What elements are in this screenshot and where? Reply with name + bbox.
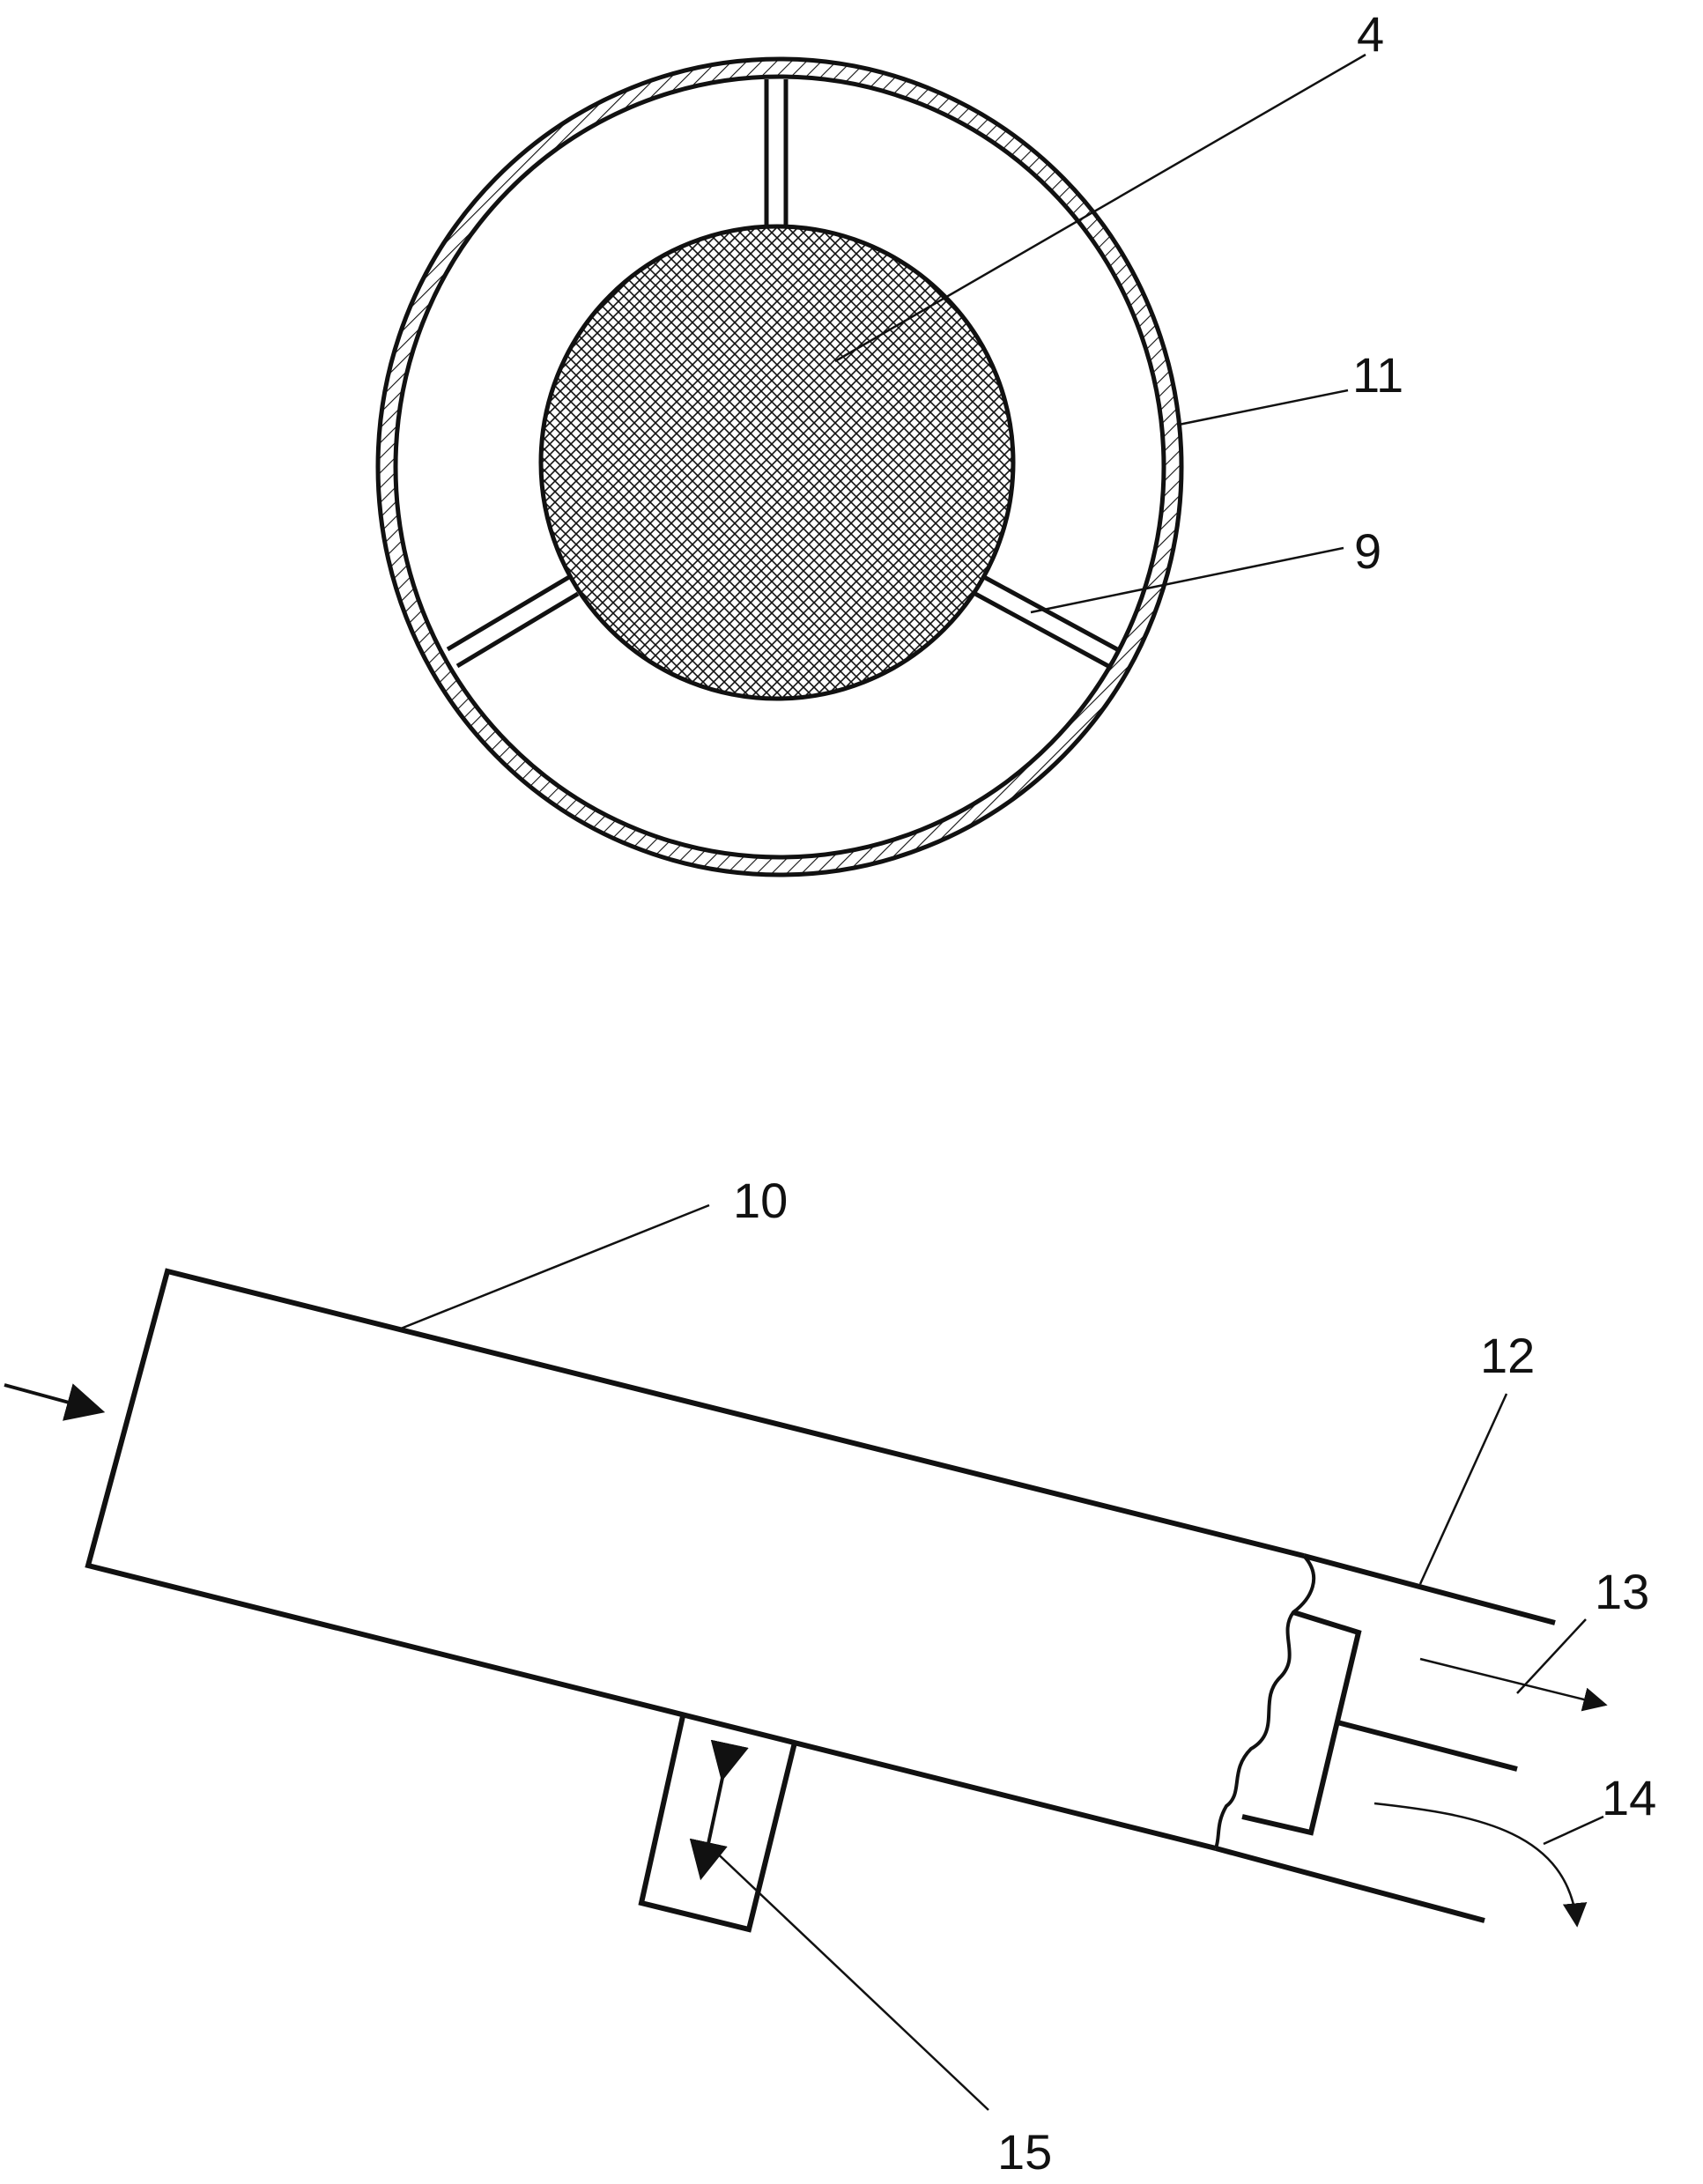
leader-outer-shell — [1178, 389, 1349, 426]
label-side-port: 15 — [997, 2124, 1052, 2180]
leader-spokes — [1030, 546, 1344, 614]
inlet-arrow — [4, 1383, 106, 1421]
label-outlet-sleeve: 12 — [1480, 1328, 1535, 1383]
upper-outflow-arrow — [1419, 1657, 1608, 1712]
inner-separator — [1241, 1610, 1362, 1836]
leader-tube — [396, 1203, 710, 1332]
lower-outflow-arrow — [1374, 1802, 1588, 1928]
outlet-sleeve-bottom — [1215, 1846, 1485, 1923]
spoke-lower-left — [446, 574, 580, 669]
tube-body — [85, 1268, 1305, 1851]
leader-upper-outflow — [1516, 1618, 1587, 1694]
outlet-sleeve-top — [1303, 1553, 1556, 1625]
label-lower-outflow: 14 — [1602, 1770, 1656, 1825]
leader-core — [834, 53, 1366, 363]
inner-rod — [1336, 1720, 1518, 1772]
side-port-double-arrow — [689, 1739, 749, 1881]
central-core — [538, 224, 1016, 701]
break-line — [1214, 1554, 1316, 1849]
spoke-top — [764, 79, 789, 225]
label-outer-shell: 11 — [1352, 347, 1403, 403]
spoke-lower-right — [974, 574, 1119, 669]
leader-outlet-sleeve — [1418, 1393, 1508, 1585]
label-upper-outflow: 13 — [1595, 1564, 1649, 1619]
side-port — [638, 1715, 797, 1933]
cross-section-view: 4 11 9 — [375, 6, 1403, 877]
side-view: 10 12 13 14 15 — [4, 1173, 1656, 2180]
leader-lower-outflow — [1543, 1815, 1604, 1846]
leader-side-port — [708, 1845, 989, 2111]
label-core: 4 — [1357, 6, 1384, 62]
label-spokes: 9 — [1354, 523, 1381, 579]
label-tube: 10 — [733, 1173, 788, 1228]
